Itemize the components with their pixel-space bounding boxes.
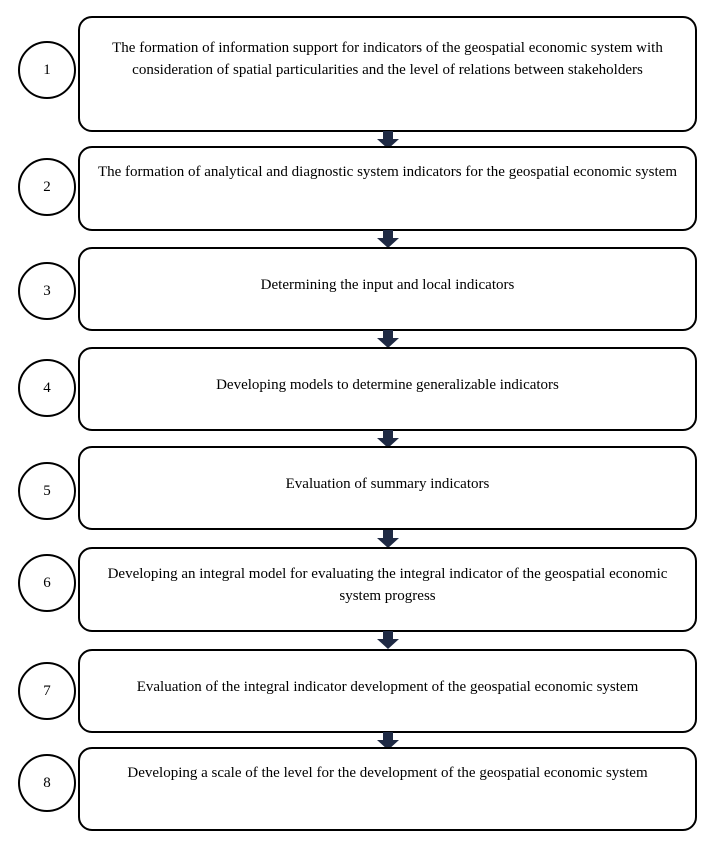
step-box: Determining the input and local indicato… (78, 247, 697, 331)
step-number: 5 (43, 482, 51, 499)
step-text: Evaluation of summary indicators (285, 476, 490, 492)
step-box: Evaluation of the integral indicator dev… (78, 649, 697, 733)
step-number-circle: 2 (18, 158, 76, 216)
step-number-circle: 7 (18, 662, 76, 720)
step-text: Developing an integral model for evaluat… (107, 566, 668, 604)
step-text: The formation of analytical and diagnost… (97, 164, 677, 180)
step-box: Developing an integral model for evaluat… (78, 547, 697, 632)
step-number-circle: 6 (18, 554, 76, 612)
step-text: The formation of information support for… (112, 40, 663, 78)
step-number: 8 (43, 774, 51, 791)
step-number-circle: 3 (18, 262, 76, 320)
step-text: Developing models to determine generaliz… (216, 377, 559, 393)
step-box: The formation of information support for… (78, 16, 697, 132)
step-number: 6 (43, 574, 51, 591)
step-number-circle: 4 (18, 359, 76, 417)
down-arrow-icon (377, 430, 399, 448)
step-number: 2 (43, 178, 51, 195)
down-arrow-icon (377, 631, 399, 649)
down-arrow-icon (377, 732, 399, 750)
down-arrow-icon (377, 330, 399, 348)
step-text: Determining the input and local indicato… (260, 277, 515, 293)
step-number-circle: 1 (18, 41, 76, 99)
step-number-circle: 5 (18, 462, 76, 520)
down-arrow-icon (377, 530, 399, 548)
step-number: 7 (43, 682, 51, 699)
step-text: Evaluation of the integral indicator dev… (136, 679, 639, 695)
step-box: Evaluation of summary indicators (78, 446, 697, 530)
step-number: 3 (43, 282, 51, 299)
step-text: Developing a scale of the level for the … (127, 765, 648, 781)
down-arrow-icon (377, 230, 399, 248)
step-box: The formation of analytical and diagnost… (78, 146, 697, 231)
step-box: Developing a scale of the level for the … (78, 747, 697, 831)
step-number-circle: 8 (18, 754, 76, 812)
down-arrow-icon (377, 131, 399, 149)
step-number: 4 (43, 379, 51, 396)
step-number: 1 (43, 61, 51, 78)
step-box: Developing models to determine generaliz… (78, 347, 697, 431)
